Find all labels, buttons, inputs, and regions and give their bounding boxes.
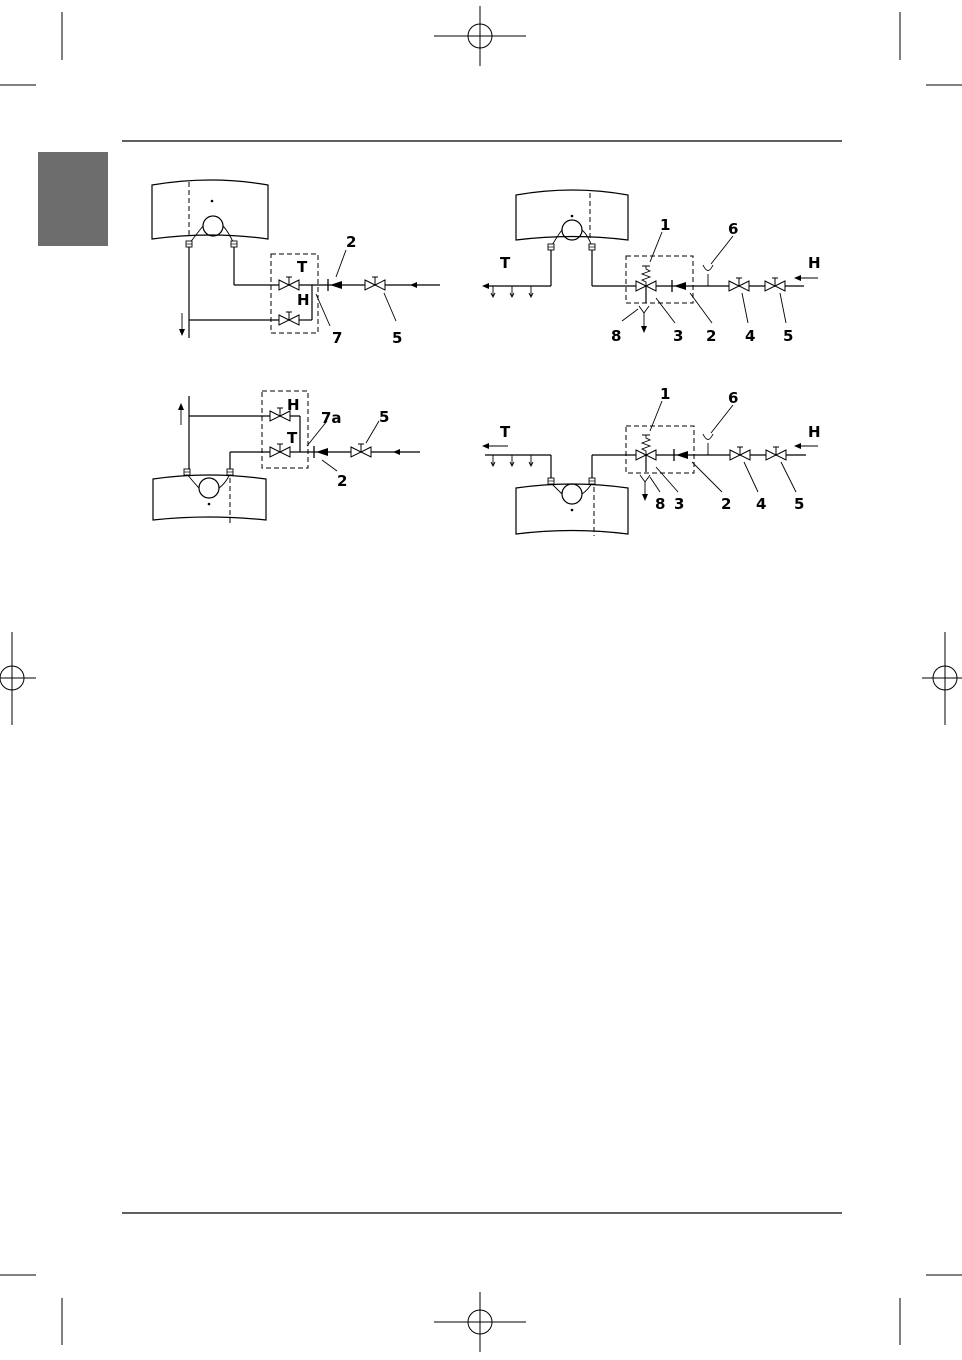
label-T: T bbox=[297, 258, 308, 276]
label-T: T bbox=[500, 254, 511, 272]
reducer-valve-4 bbox=[730, 447, 750, 460]
registration-mark-left bbox=[0, 666, 36, 690]
check-valve-2 bbox=[674, 449, 688, 461]
check-valve-2 bbox=[314, 446, 328, 458]
piping bbox=[485, 250, 804, 303]
label-6: 6 bbox=[728, 389, 738, 407]
label-H: H bbox=[297, 291, 310, 309]
registration-mark-right bbox=[922, 666, 962, 690]
check-valve-2 bbox=[328, 279, 342, 291]
registration-mark-bottom bbox=[434, 1292, 526, 1352]
reducer-valve-4 bbox=[729, 278, 749, 291]
label-1: 1 bbox=[660, 216, 670, 234]
water-heater-tank bbox=[516, 478, 628, 536]
water-heater-tank bbox=[153, 469, 266, 526]
piping bbox=[189, 247, 440, 338]
label-5: 5 bbox=[783, 327, 793, 345]
label-2: 2 bbox=[721, 495, 731, 513]
label-6: 6 bbox=[728, 220, 738, 238]
diagram-bottom-left: H T 7a 5 2 bbox=[153, 391, 420, 526]
label-2: 2 bbox=[337, 472, 347, 490]
leader-lines bbox=[307, 421, 379, 471]
label-2: 2 bbox=[346, 233, 356, 251]
piping bbox=[485, 455, 806, 478]
drain-funnel-8 bbox=[639, 306, 649, 333]
manometer-6 bbox=[703, 265, 713, 286]
label-4: 4 bbox=[745, 327, 755, 345]
label-2: 2 bbox=[706, 327, 716, 345]
label-5: 5 bbox=[794, 495, 804, 513]
water-heater-tank bbox=[516, 190, 628, 250]
label-7: 7 bbox=[332, 329, 342, 347]
label-H: H bbox=[808, 423, 821, 441]
valve-T bbox=[279, 277, 299, 290]
safety-group-box bbox=[626, 426, 694, 473]
piping bbox=[189, 396, 420, 469]
label-5: 5 bbox=[379, 408, 389, 426]
crop-marks bbox=[0, 12, 962, 1345]
stop-valve-5 bbox=[351, 444, 371, 457]
label-3: 3 bbox=[673, 327, 683, 345]
label-8: 8 bbox=[611, 327, 621, 345]
label-T: T bbox=[287, 429, 298, 447]
diagram-top-left: T H 2 7 5 bbox=[152, 180, 440, 347]
label-H: H bbox=[287, 396, 300, 414]
label-1: 1 bbox=[660, 385, 670, 403]
diagram-top-right: T H 1 6 8 3 2 4 5 bbox=[482, 190, 821, 345]
stop-valve-5 bbox=[766, 447, 786, 460]
registration-mark-top bbox=[434, 6, 526, 66]
label-4: 4 bbox=[756, 495, 766, 513]
stop-valve-5 bbox=[365, 277, 385, 290]
label-7a: 7a bbox=[321, 409, 342, 427]
drain-funnel-8 bbox=[640, 475, 650, 501]
water-heater-tank bbox=[152, 180, 268, 247]
check-valve-2 bbox=[672, 280, 686, 292]
label-3: 3 bbox=[674, 495, 684, 513]
label-5: 5 bbox=[392, 329, 402, 347]
label-8: 8 bbox=[655, 495, 665, 513]
label-T: T bbox=[500, 423, 511, 441]
safety-group-box bbox=[262, 391, 308, 468]
language-tab bbox=[38, 152, 108, 246]
manometer-6 bbox=[703, 434, 713, 455]
valve-H bbox=[279, 312, 299, 325]
diagram-bottom-right: T H 1 6 8 3 2 4 5 bbox=[482, 385, 821, 536]
label-H: H bbox=[808, 254, 821, 272]
stop-valve-5 bbox=[765, 278, 785, 291]
safety-group-box bbox=[626, 256, 693, 303]
